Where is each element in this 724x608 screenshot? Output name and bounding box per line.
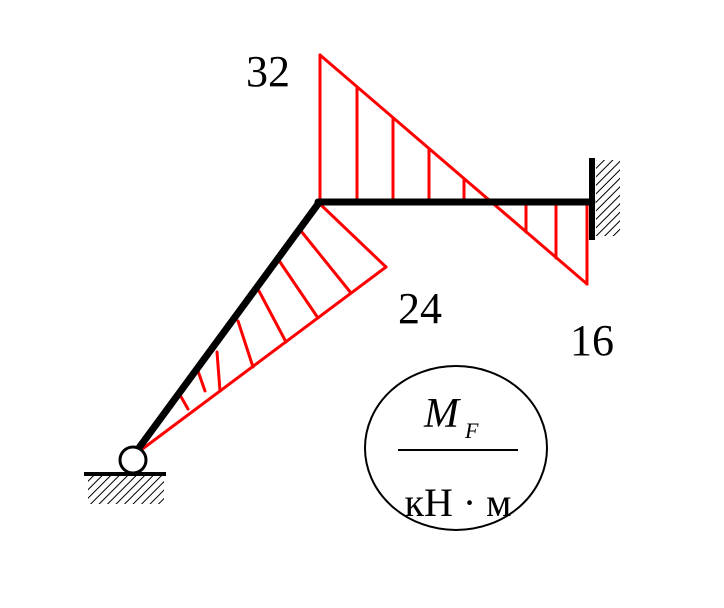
inclined-member xyxy=(129,200,322,460)
legend-subscript: F xyxy=(464,418,479,443)
legend-quantity: M xyxy=(423,391,461,437)
moment-diagram-red xyxy=(131,53,589,458)
moment-hatching-beam xyxy=(355,85,558,260)
moment-line-inclined xyxy=(131,265,388,458)
hinge-circle xyxy=(118,445,148,475)
frame xyxy=(129,198,596,460)
moment-line-beam xyxy=(318,53,589,286)
value-label-24: 24 xyxy=(398,284,442,333)
fixed-support xyxy=(589,158,620,240)
units-legend: M F кН · м xyxy=(364,365,548,531)
value-label-16: 16 xyxy=(570,316,614,365)
value-label-32: 32 xyxy=(246,47,290,96)
legend-unit: кН · м xyxy=(405,480,512,525)
moment-hatching-inclined xyxy=(178,229,353,411)
pin-support xyxy=(84,445,166,504)
moment-ordinate-inclined-top xyxy=(318,202,388,269)
